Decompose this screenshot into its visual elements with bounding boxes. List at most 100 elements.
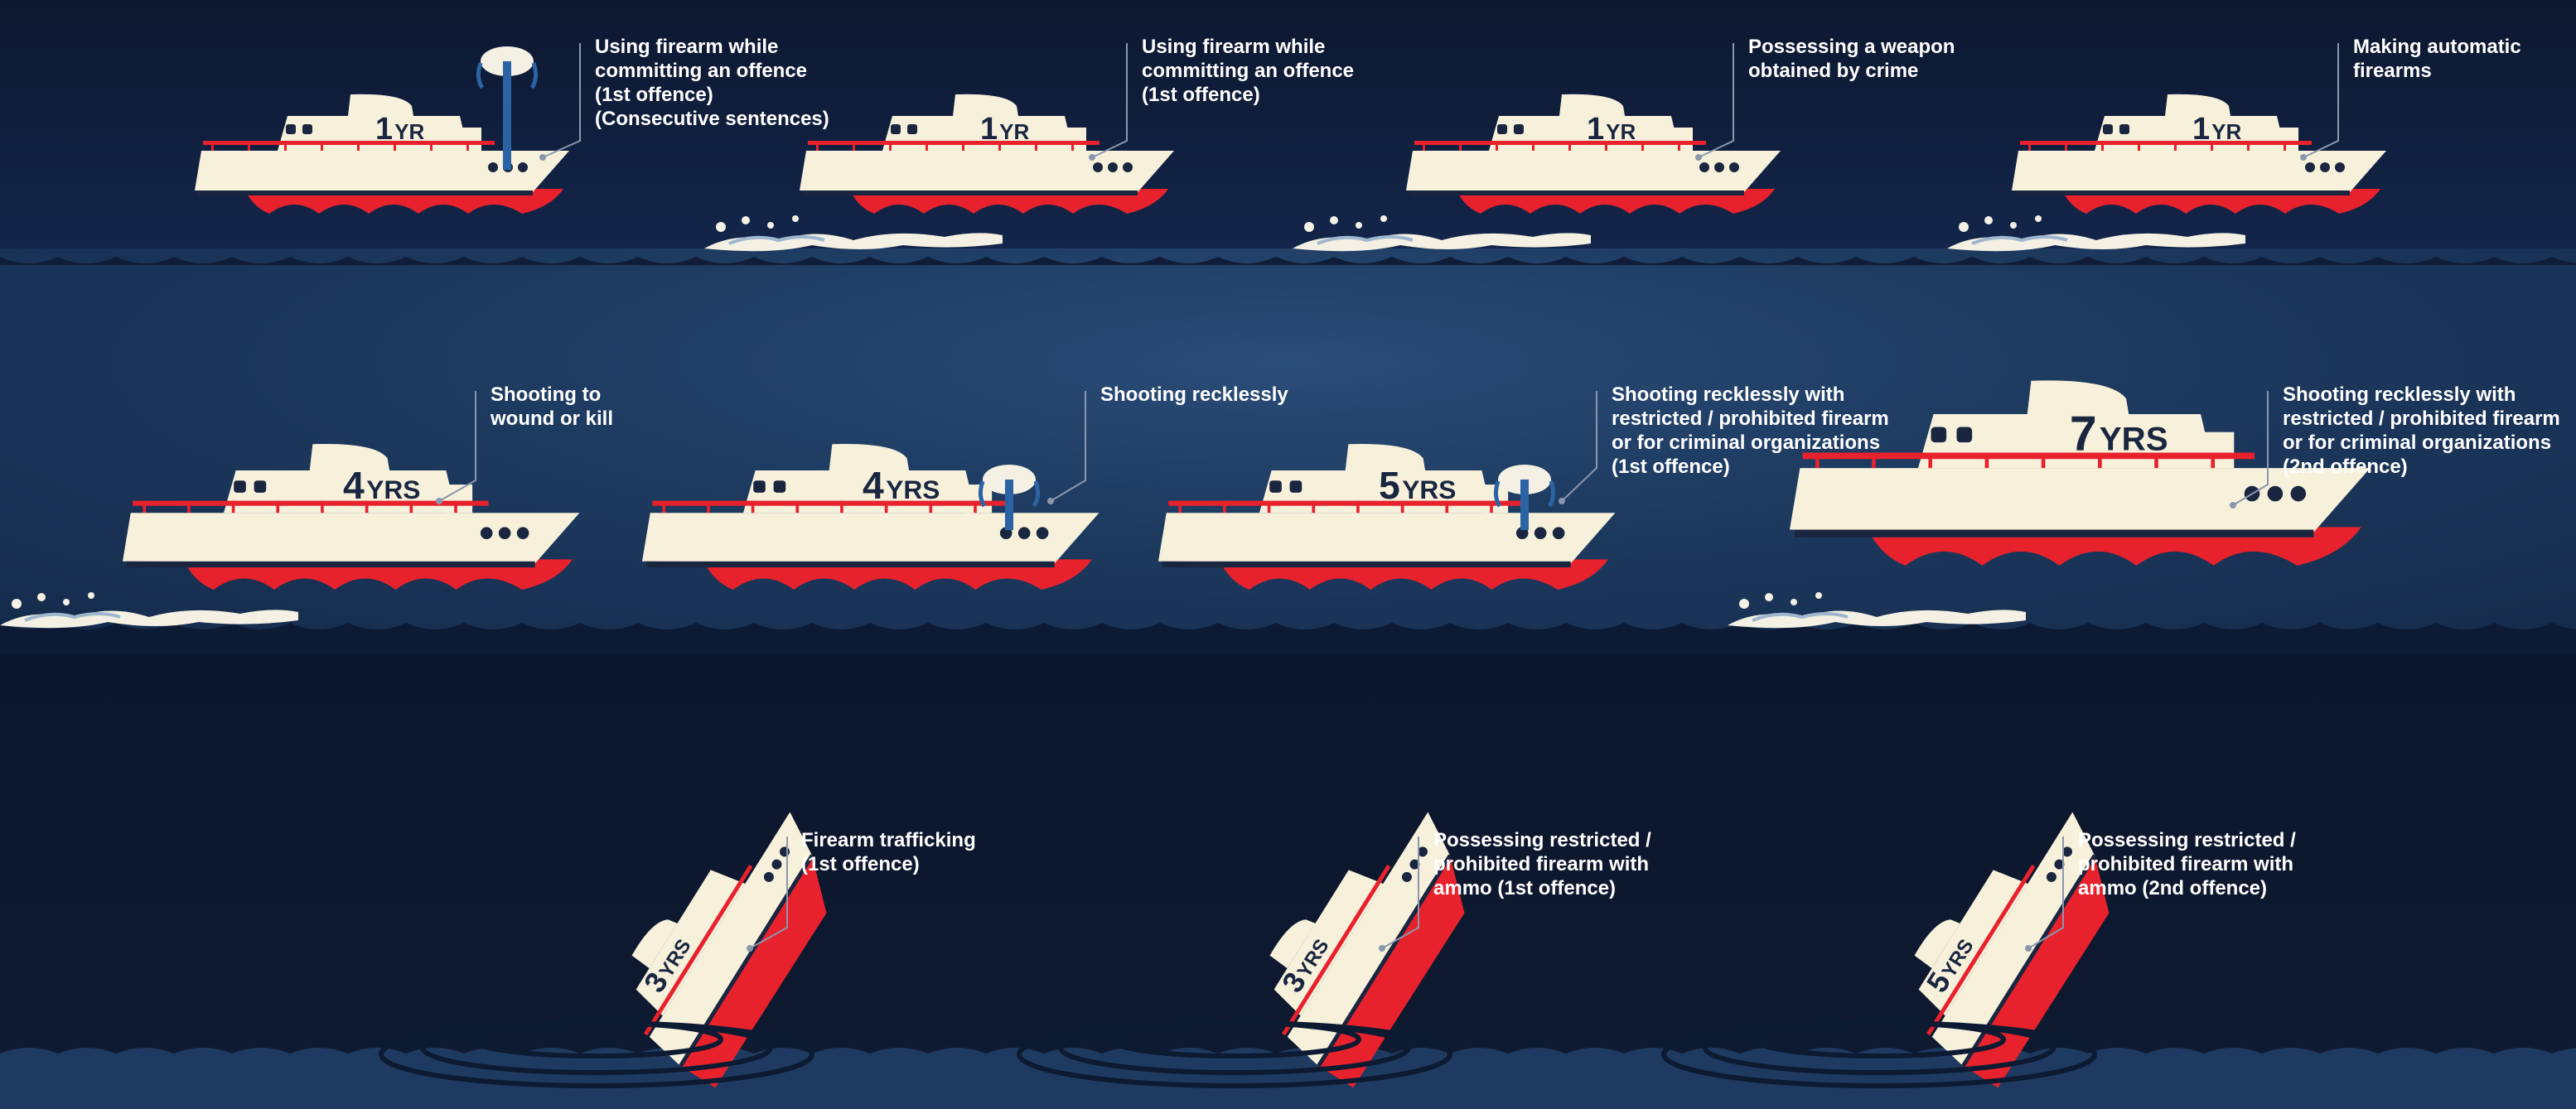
offence-label-line: (1st offence) [1142, 84, 1260, 106]
offence-label-line: firearms [2353, 60, 2432, 82]
offence-label-b10: Possessing restricted /prohibited firear… [1433, 828, 1651, 900]
offence-label-line: Shooting to [491, 383, 602, 406]
offence-label-line: obtained by crime [1748, 60, 1919, 82]
boat-b4: 1YR [2012, 94, 2386, 214]
leader-dot [2300, 154, 2307, 161]
offence-label-line: ammo (2nd offence) [2078, 877, 2268, 899]
offence-label-line: restricted / prohibited firearm [2283, 407, 2560, 430]
leader-line [1091, 43, 1128, 158]
hull-cream [800, 151, 1174, 192]
boat-b11: 5YRS [1914, 812, 2110, 1088]
offence-label-line: (1st offence) [595, 84, 713, 106]
wake-foam [1947, 215, 2245, 252]
bridge [1914, 919, 1960, 969]
leader-line [2232, 391, 2269, 506]
hull-cream [1406, 151, 1781, 192]
leader-dot [2025, 945, 2032, 952]
sinking-ripple [1017, 1020, 1452, 1088]
bridge [1559, 94, 1625, 116]
sinking-ripple [1661, 1020, 2097, 1088]
leader-dot [1559, 498, 1565, 504]
leader-dot [1089, 154, 1095, 161]
offence-label-line: Firearm trafficking [801, 829, 976, 851]
boat-b1: 1YR [195, 94, 569, 214]
boat-b9: 3YRS [631, 812, 827, 1088]
bridge [2027, 380, 2129, 414]
water-spout [978, 465, 1041, 530]
leader-dot [1379, 945, 1385, 952]
leader-line [1561, 391, 1597, 502]
offence-label-b6: Shooting recklessly [1100, 383, 1288, 407]
offence-label-line: restricted / prohibited firearm [1612, 407, 1889, 430]
top-wave-crest [0, 257, 2576, 265]
hull-cream [1790, 468, 2371, 533]
offence-label-line: Possessing restricted / [2078, 829, 2296, 851]
bridge [1345, 444, 1426, 470]
offence-label-b9: Firearm trafficking(1st offence) [801, 828, 976, 876]
boat-b2: 1YR [800, 94, 1174, 214]
water-spout [1493, 465, 1556, 530]
bridge [953, 94, 1018, 116]
sentence-text: 1YR [1587, 112, 1636, 147]
bridge [829, 444, 910, 470]
offence-label-line: Shooting recklessly with [2283, 383, 2516, 406]
wake-foam [704, 215, 1003, 252]
leader-dot [1047, 498, 1054, 504]
cabin [636, 870, 746, 1016]
cabin [1918, 870, 2028, 1016]
offence-label-line: prohibited firearm with [2078, 853, 2294, 875]
bridge [348, 94, 413, 116]
boat-b7: 5YRS [1158, 444, 1616, 590]
offence-label-line: wound or kill [491, 407, 613, 430]
leader-line [1698, 43, 1734, 158]
offence-label-line: (1st offence) [1612, 456, 1730, 478]
bottom-sea [0, 1048, 2576, 1109]
leader-line [438, 391, 476, 502]
offence-label-line: Using firearm while [1142, 36, 1326, 58]
leader-line [749, 837, 788, 949]
leader-line [1050, 391, 1086, 502]
hull-cream [642, 513, 1100, 564]
offence-label-line: (Consecutive sentences) [595, 108, 829, 130]
offence-label-line: Shooting recklessly [1100, 383, 1288, 406]
water-spout [476, 46, 539, 170]
bridge [2165, 94, 2230, 116]
offence-label-line: Shooting recklessly with [1612, 383, 1845, 406]
boat-b3: 1YR [1406, 94, 1781, 214]
sentence-text: 4YRS [343, 464, 420, 507]
leader-dot [1695, 154, 1702, 161]
leader-dot [2230, 502, 2236, 509]
offence-label-line: (2nd offence) [2283, 456, 2408, 478]
offence-label-line: committing an offence [595, 60, 808, 82]
sentence-text: 1YR [980, 112, 1029, 147]
leader-line [2303, 43, 2339, 158]
hull-cream [195, 151, 569, 192]
cabin [1274, 870, 1384, 1016]
hull-cream [2012, 151, 2386, 192]
offence-label-line: Making automatic [2353, 36, 2521, 58]
leader-line [1381, 837, 1419, 949]
offence-label-b11: Possessing restricted /prohibited firear… [2078, 828, 2296, 900]
sentence-text: 5YRS [1379, 464, 1456, 507]
offence-label-line: or for criminal organizations [1612, 432, 1881, 454]
hull-cream [123, 513, 580, 564]
offence-label-line: Possessing restricted / [1433, 829, 1651, 851]
offence-label-line: prohibited firearm with [1433, 853, 1650, 875]
offence-label-line: Possessing a weapon [1748, 36, 1955, 58]
offence-label-line: ammo (1st offence) [1433, 877, 1617, 899]
sentence-text: 1YR [375, 112, 424, 147]
leader-line [2027, 837, 2064, 949]
middle-wave-crest [0, 623, 2576, 654]
